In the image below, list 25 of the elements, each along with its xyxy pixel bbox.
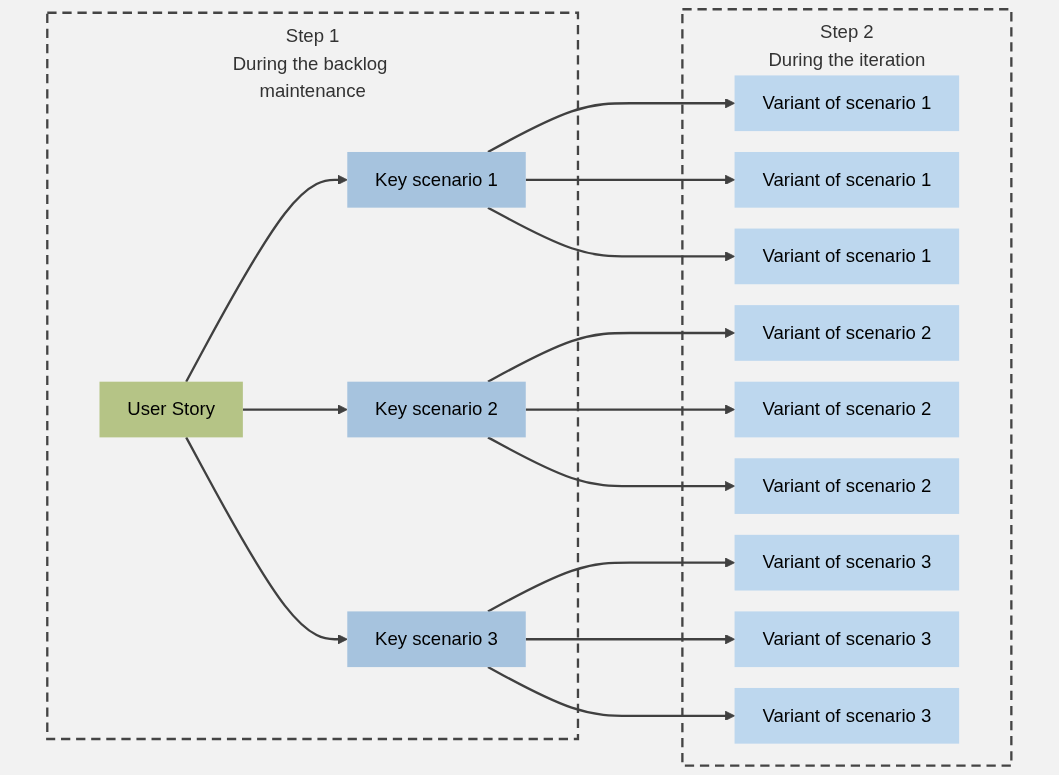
- arrow: [487, 98, 736, 153]
- node-box: Variant of scenario 1: [734, 152, 960, 208]
- node-box: Key scenario 1: [347, 152, 526, 208]
- node-box: User Story: [99, 381, 244, 438]
- arrow: [487, 327, 736, 383]
- node-box: Key scenario 3: [347, 611, 526, 668]
- node-box: Key scenario 2: [347, 381, 526, 438]
- node-box: Variant of scenario 1: [734, 228, 960, 285]
- arrow: [487, 666, 736, 721]
- arrow: [185, 436, 348, 645]
- node-box: Variant of scenario 2: [734, 458, 960, 514]
- node-box: Variant of scenario 3: [734, 687, 960, 744]
- arrow: [525, 404, 736, 415]
- arrow: [525, 174, 736, 185]
- node-box: Variant of scenario 2: [734, 305, 960, 361]
- arrow: [185, 174, 348, 383]
- arrow: [487, 436, 736, 492]
- node-box: Variant of scenario 1: [734, 75, 960, 132]
- arrow: [487, 557, 736, 613]
- arrow: [243, 404, 348, 415]
- arrow: [525, 634, 736, 645]
- node-box: Variant of scenario 2: [734, 381, 960, 438]
- arrow: [487, 206, 736, 262]
- node-box: Variant of scenario 3: [734, 534, 960, 591]
- node-box: Variant of scenario 3: [734, 611, 960, 668]
